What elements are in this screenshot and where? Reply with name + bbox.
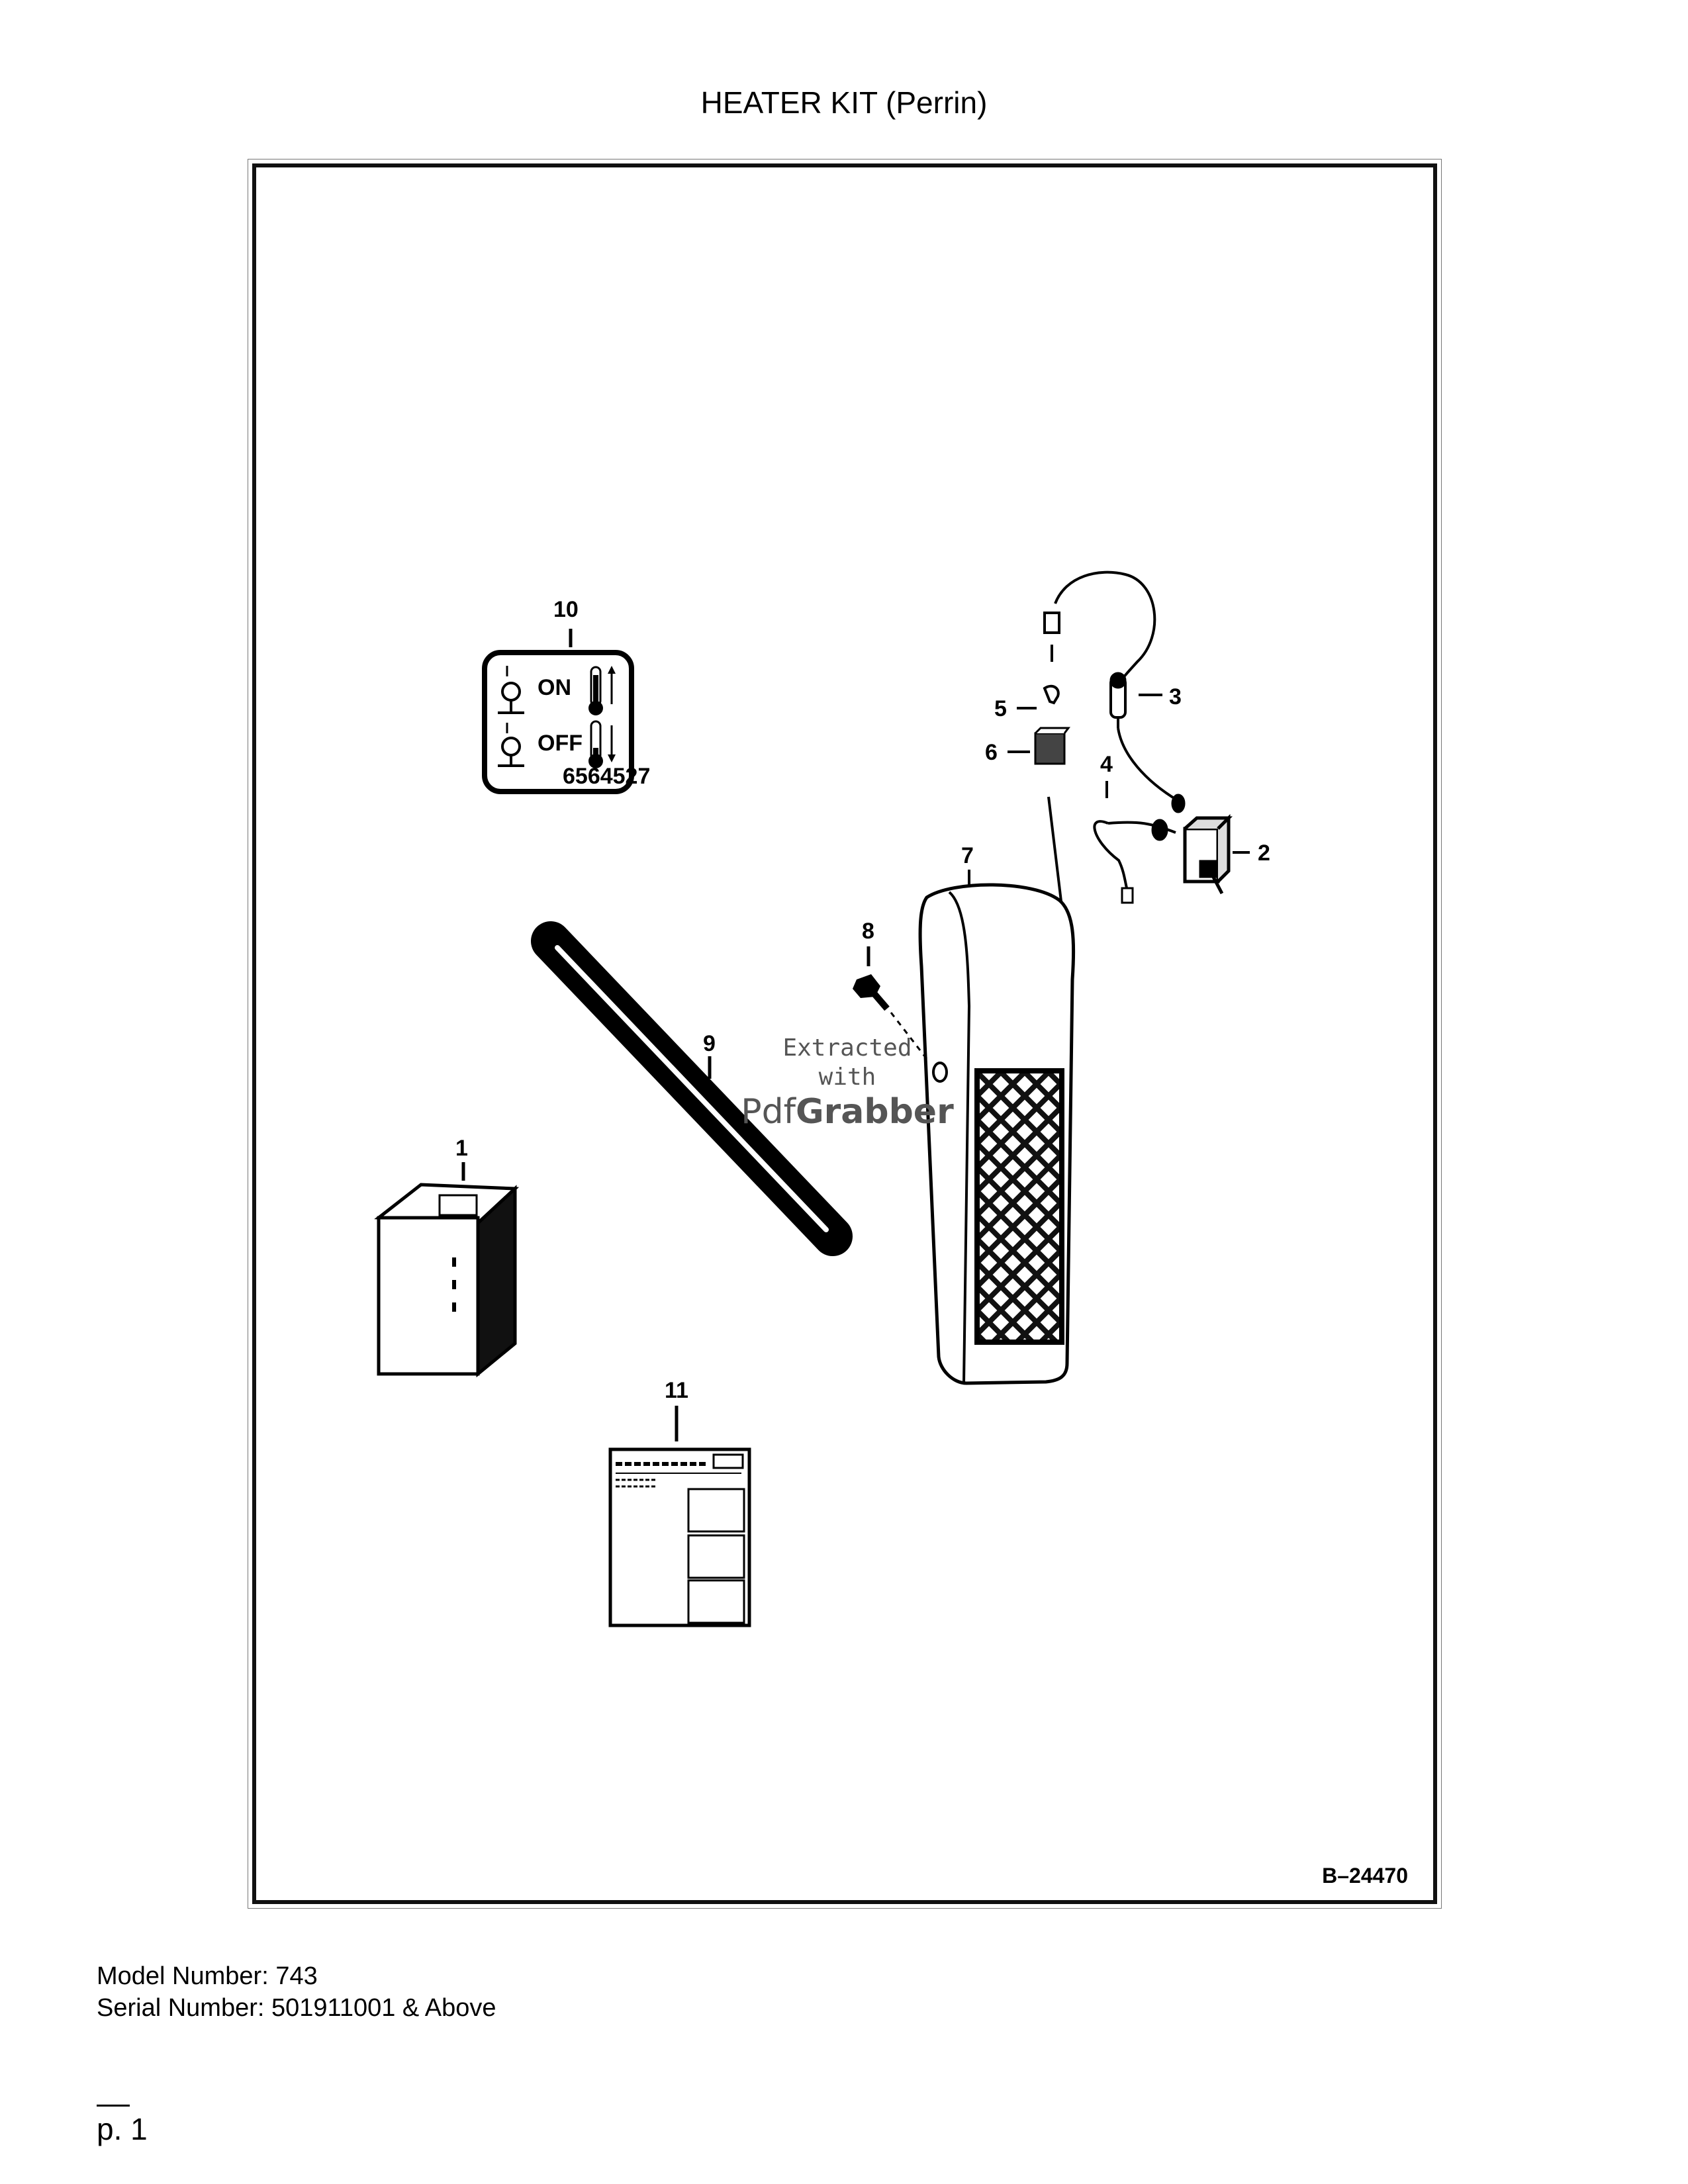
callout-8: 8 <box>862 919 874 944</box>
watermark-brand-bold: Grabber <box>795 1092 954 1132</box>
callout-4: 4 <box>1100 752 1113 777</box>
callout-2: 2 <box>1258 841 1270 866</box>
decal-off-label: OFF <box>538 731 583 756</box>
watermark: Extracted with PdfGrabber <box>735 1034 960 1132</box>
callout-9: 9 <box>703 1031 716 1056</box>
page-title: HEATER KIT (Perrin) <box>700 85 988 120</box>
wiring-harness <box>1034 570 1233 907</box>
fuse-holder-part-5 <box>1043 684 1060 705</box>
heater-unit-part-7 <box>918 883 1076 1385</box>
decal-on-label: ON <box>538 675 571 700</box>
serial-number: Serial Number: 501911001 & Above <box>97 1994 496 2022</box>
connector-plug <box>1043 612 1060 634</box>
lever-on-icon <box>498 666 524 714</box>
diagram-border <box>252 163 1437 1904</box>
bolt-part-8 <box>853 946 928 1060</box>
thermometer-hot-icon <box>588 666 616 715</box>
footer: Model Number: 743 Serial Number: 5019110… <box>97 1960 496 2024</box>
callout-6: 6 <box>985 740 998 765</box>
page-number: p. 1 <box>97 2112 148 2146</box>
tube-part-9 <box>531 921 853 1256</box>
callout-1: 1 <box>455 1136 468 1161</box>
diagram-frame: B–24470 <box>248 159 1442 1909</box>
watermark-line-1: Extracted <box>782 1034 912 1062</box>
page-rule <box>97 2105 130 2107</box>
callout-11: 11 <box>665 1378 688 1403</box>
decal-part-10: ON OFF 6564527 <box>482 629 650 794</box>
instruction-sheet-part-11 <box>608 1406 751 1627</box>
lever-off-icon <box>498 723 524 767</box>
watermark-line-2: with <box>818 1064 876 1091</box>
watermark-brand: PdfGrabber <box>735 1092 960 1132</box>
callout-10: 10 <box>553 597 579 622</box>
model-number: Model Number: 743 <box>97 1962 318 1990</box>
box-part-1 <box>374 1162 520 1378</box>
fuse-part-6 <box>1034 732 1066 765</box>
callout-3: 3 <box>1169 684 1182 709</box>
drawing-number: B–24470 <box>1322 1864 1408 1888</box>
callout-7: 7 <box>961 843 974 868</box>
watermark-brand-light: Pdf <box>741 1092 796 1132</box>
wire-lead-part-4 <box>1093 820 1130 895</box>
thermometer-cold-icon <box>588 720 616 768</box>
callout-5: 5 <box>994 696 1007 721</box>
decal-part-number: 6564527 <box>563 764 650 789</box>
